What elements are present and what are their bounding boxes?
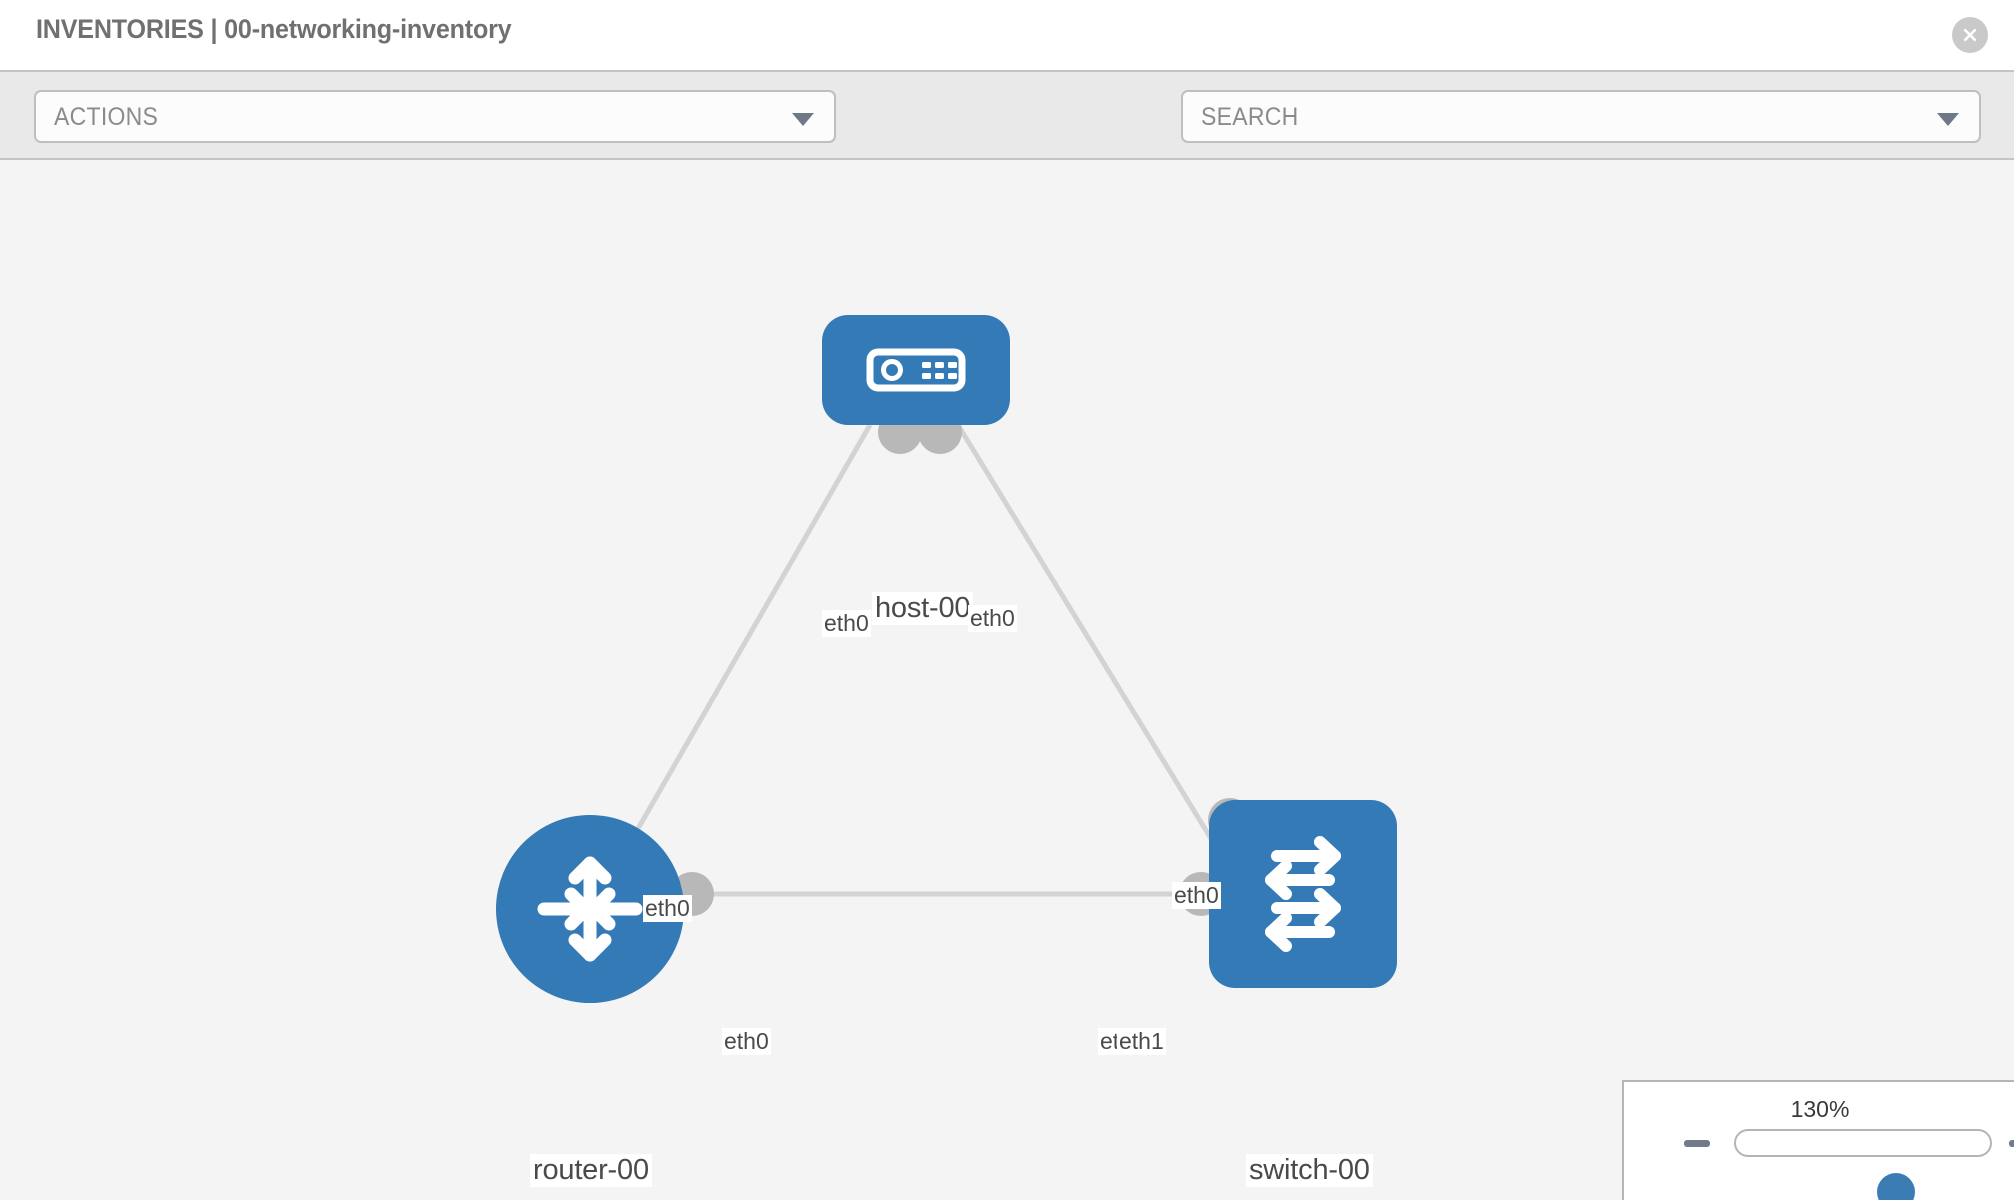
plus-icon[interactable] xyxy=(2009,1140,2014,1147)
page-title: INVENTORIES | 00-networking-inventory xyxy=(36,14,512,44)
zoom-slider-thumb[interactable] xyxy=(1877,1173,1915,1200)
minus-icon[interactable] xyxy=(1684,1140,1710,1147)
node-label-switch-00: switch-00 xyxy=(1246,1154,1373,1187)
node-router-00[interactable] xyxy=(496,815,684,1003)
edge-host-switch xyxy=(955,423,1221,852)
edge-host-router xyxy=(617,423,873,862)
topology-canvas[interactable]: host-00 router-00 xyxy=(0,160,2014,1200)
node-label-host-00: host-00 xyxy=(872,592,974,625)
actions-dropdown-label: ACTIONS xyxy=(54,103,159,131)
chevron-down-icon[interactable] xyxy=(1937,113,1959,126)
topology-graph xyxy=(617,410,1252,916)
zoom-control-panel: 130% xyxy=(1622,1080,2014,1200)
search-input[interactable]: SEARCH xyxy=(1181,90,1981,143)
edge-label-switch-left-eth1: eth1 xyxy=(1117,1028,1166,1055)
edge-label-switch-up-eth0: eth0 xyxy=(1172,882,1221,909)
actions-dropdown[interactable]: ACTIONS xyxy=(34,90,836,143)
page-header: INVENTORIES | 00-networking-inventory xyxy=(0,0,2014,70)
node-host-00[interactable] xyxy=(822,315,1010,425)
zoom-slider[interactable] xyxy=(1734,1129,1992,1200)
edge-label-router-up-eth0: eth0 xyxy=(643,895,692,922)
switch-arrows-icon xyxy=(1265,836,1341,952)
zoom-percent-label: 130% xyxy=(1790,1096,1850,1122)
close-icon[interactable] xyxy=(1952,17,1988,53)
edge-label-host-right-eth0: eth0 xyxy=(968,605,1017,632)
server-icon xyxy=(866,348,966,392)
node-label-router-00: router-00 xyxy=(530,1154,652,1187)
chevron-down-icon xyxy=(792,113,814,126)
edge-label-host-left-eth0: eth0 xyxy=(822,610,871,637)
router-arrows-icon xyxy=(537,856,643,962)
node-switch-00[interactable] xyxy=(1209,800,1397,988)
search-placeholder: SEARCH xyxy=(1201,103,1299,131)
toolbar: ACTIONS SEARCH xyxy=(0,70,2014,205)
port-markers xyxy=(670,410,1252,916)
edge-label-router-right-eth0: eth0 xyxy=(722,1028,771,1055)
